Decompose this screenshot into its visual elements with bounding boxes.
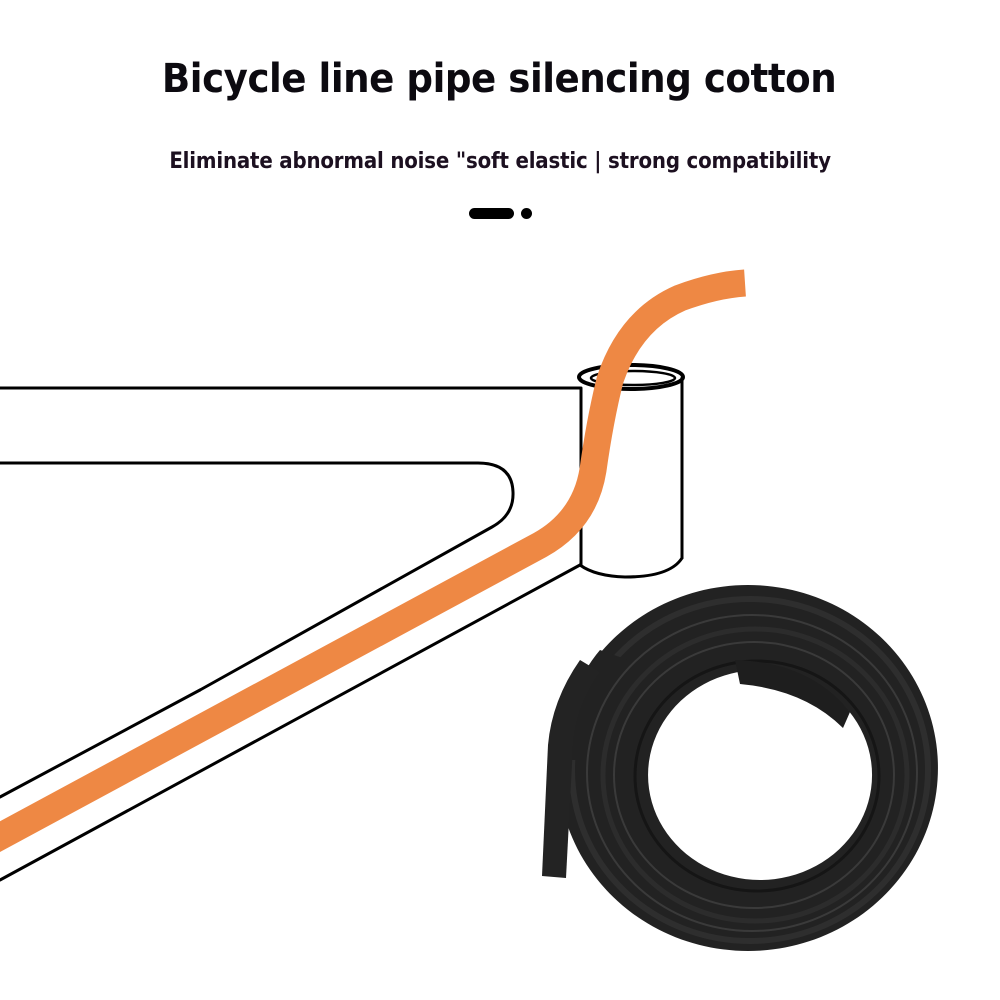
page-title: Bicycle line pipe silencing cotton [161, 56, 837, 102]
indicator-dot [521, 208, 532, 219]
indicator-active-pill [469, 208, 514, 219]
foam-tube-coil-icon [542, 585, 938, 951]
carousel-indicator [469, 207, 539, 220]
cable-icon [0, 269, 747, 852]
page-subtitle: Eliminate abnormal noise "soft elastic |… [169, 149, 831, 174]
